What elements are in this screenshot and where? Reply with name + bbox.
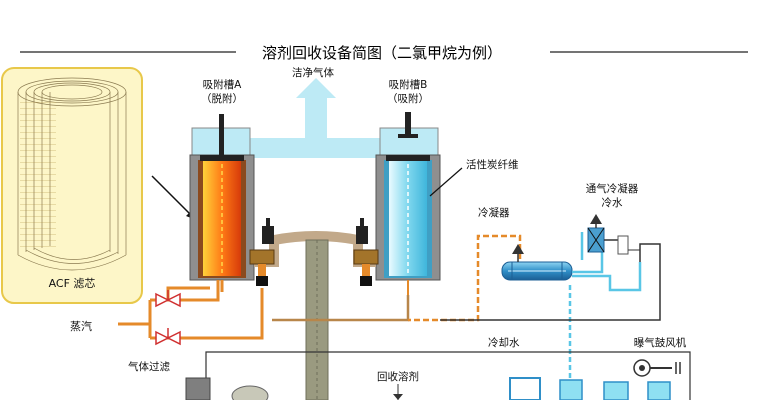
adsorber-a-state: （脱附） [201,92,243,105]
gas-filter [185,377,269,400]
adsorber-b [375,112,441,295]
gas-filter-label: 气体过滤 [128,360,170,373]
aeration-blower-label: 曝气鼓风机 [634,336,687,349]
adsorber-a-label: 吸附槽A [203,78,242,91]
vent-condenser-label: 通气冷凝器 [586,182,639,195]
cooling-water-lines [568,232,642,400]
valve-a[interactable] [249,218,275,286]
title-block: 溶剂回收设备简图（二氯甲烷为例） [20,44,748,62]
activated-carbon-fiber-label: 活性炭纤维 [466,158,519,171]
vent-condenser-water-label: 冷水 [602,196,623,209]
clean-gas-arrow [296,78,336,98]
steam-valve-upper[interactable] [155,290,181,308]
clean-gas-label: 洁净气体 [292,66,334,79]
cooling-water-label: 冷却水 [488,336,520,349]
exhaust-line [440,243,661,321]
adsorber-b-state: （吸附） [387,92,429,105]
steam-label: 蒸汽 [70,319,92,333]
adsorber-b-label: 吸附槽B [389,78,428,91]
steam-valve-lower[interactable] [155,328,181,346]
main-condenser [501,244,573,281]
acf-pointer-line [429,167,463,197]
vent-condenser [587,214,641,262]
diagram-title: 溶剂回收设备简图（二氯甲烷为例） [262,44,502,62]
aeration-blower [633,359,681,377]
adsorber-a [189,114,255,292]
recovery-tanks [509,377,671,400]
acf-filter-label: ACF 滤芯 [49,276,96,290]
pointer-arrow [151,175,197,221]
acf-filter-inset: ACF 滤芯 [1,67,143,304]
valve-b[interactable] [353,218,379,286]
condenser-label: 冷凝器 [478,206,510,219]
recovered-solvent-label: 回收溶剂 [377,370,419,383]
clean-gas-duct [250,78,380,158]
lower-header-line [205,351,691,400]
